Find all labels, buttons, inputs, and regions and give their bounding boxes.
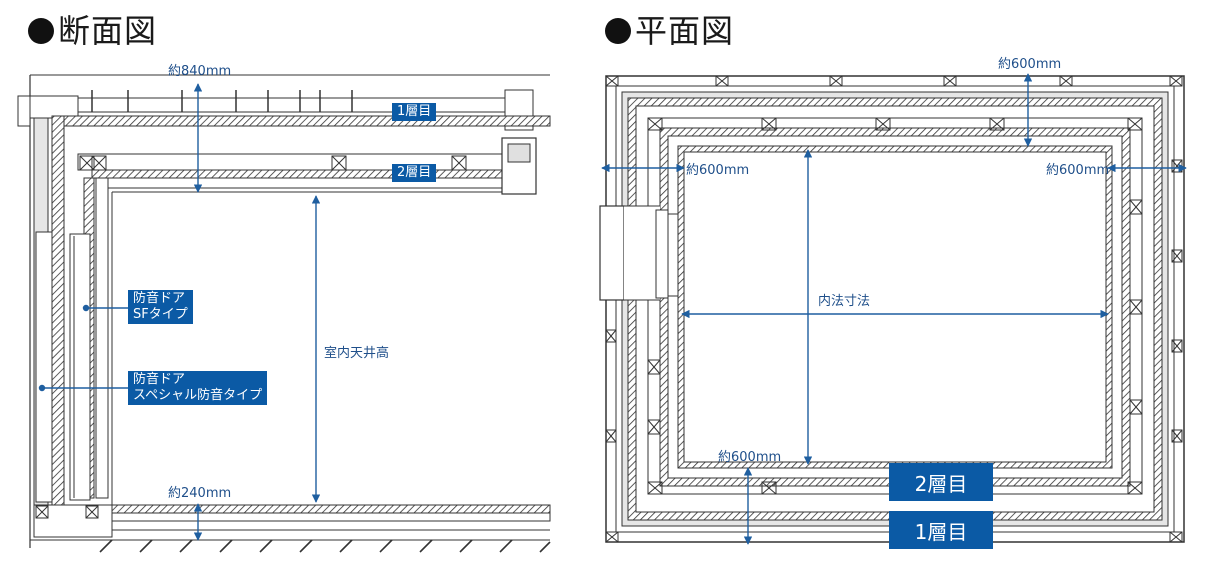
- plan-layer1-tag: 1層目: [889, 511, 993, 549]
- section-layer1-tag: 1層目: [392, 103, 437, 121]
- bullet-dot-icon: [605, 18, 631, 44]
- section-drawing: [17, 74, 551, 553]
- plan-right-dimension: 約600mm: [1046, 163, 1110, 178]
- plan-view-heading: 平面図: [605, 6, 734, 52]
- door-special-line2: スペシャル防音タイプ: [133, 388, 263, 403]
- door-sf-callout: 防音ドア SFタイプ: [128, 290, 193, 324]
- plan-view-title: 平面図: [635, 12, 735, 50]
- bullet-dot-icon: [28, 18, 54, 44]
- plan-top-dimension: 約600mm: [998, 57, 1062, 72]
- inner-dimension-label: 内法寸法: [818, 294, 871, 309]
- section-dimension-lines: [38, 83, 321, 541]
- plan-dimension-lines: [601, 73, 1187, 545]
- ceiling-height-label: 室内天井高: [324, 346, 390, 361]
- section-top-dimension: 約840mm: [168, 64, 232, 79]
- plan-bottom-dimension: 約600mm: [718, 450, 782, 465]
- section-view-title: 断面図: [58, 12, 158, 50]
- plan-drawing: [599, 75, 1185, 543]
- door-special-callout: 防音ドア スペシャル防音タイプ: [128, 371, 268, 405]
- section-bottom-dimension: 約240mm: [168, 486, 232, 501]
- section-view-heading: 断面図: [28, 6, 157, 52]
- door-sf-line2: SFタイプ: [133, 307, 188, 322]
- door-special-line1: 防音ドア: [133, 372, 186, 387]
- section-layer2-tag: 2層目: [392, 164, 437, 182]
- plan-inner-studs: [647, 117, 1143, 495]
- door-sf-line1: 防音ドア: [133, 291, 186, 306]
- plan-layer2-tag: 2層目: [889, 463, 993, 501]
- plan-left-dimension: 約600mm: [686, 163, 750, 178]
